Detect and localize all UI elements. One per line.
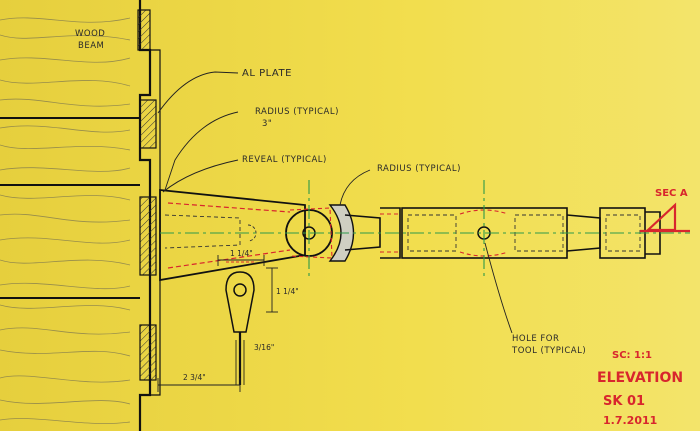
label-hole-for-1: HOLE FOR bbox=[512, 334, 559, 344]
dim-height-side: 1 1/4" bbox=[276, 287, 299, 296]
centerlines bbox=[160, 180, 690, 280]
leader-lines bbox=[157, 71, 513, 334]
al-plates bbox=[137, 9, 157, 381]
label-wood-beam-1: WOOD bbox=[75, 29, 105, 39]
dim-pin: 3/16" bbox=[254, 343, 274, 352]
sheet-number: SK 01 bbox=[603, 394, 645, 409]
label-al-plate: AL PLATE bbox=[242, 68, 292, 79]
arm-red-hidden bbox=[167, 202, 291, 269]
dimension-lines bbox=[157, 255, 278, 392]
date-label: 1.7.2011 bbox=[603, 414, 657, 427]
dim-width-top: 1 1/4" bbox=[230, 249, 253, 258]
pin-bracket bbox=[225, 271, 255, 385]
label-hole-for-2: TOOL (TYPICAL) bbox=[511, 346, 586, 356]
label-radius-left: RADIUS (TYPICAL) bbox=[255, 107, 339, 117]
wood-grain bbox=[0, 17, 131, 424]
dim-offset: 2 3/4" bbox=[183, 373, 206, 382]
section-marker-label: SEC A bbox=[655, 188, 688, 199]
beam-joints bbox=[0, 117, 140, 299]
label-reveal: REVEAL (TYPICAL) bbox=[242, 155, 327, 165]
label-radius-right: RADIUS (TYPICAL) bbox=[377, 164, 461, 174]
label-wood-beam-2: BEAM bbox=[78, 41, 104, 51]
scale-label: SC: 1:1 bbox=[612, 350, 652, 361]
label-radius-value: 3" bbox=[262, 119, 272, 129]
view-title: ELEVATION bbox=[597, 370, 683, 386]
section-marker bbox=[640, 202, 690, 233]
arm-inner-hidden bbox=[164, 214, 241, 249]
